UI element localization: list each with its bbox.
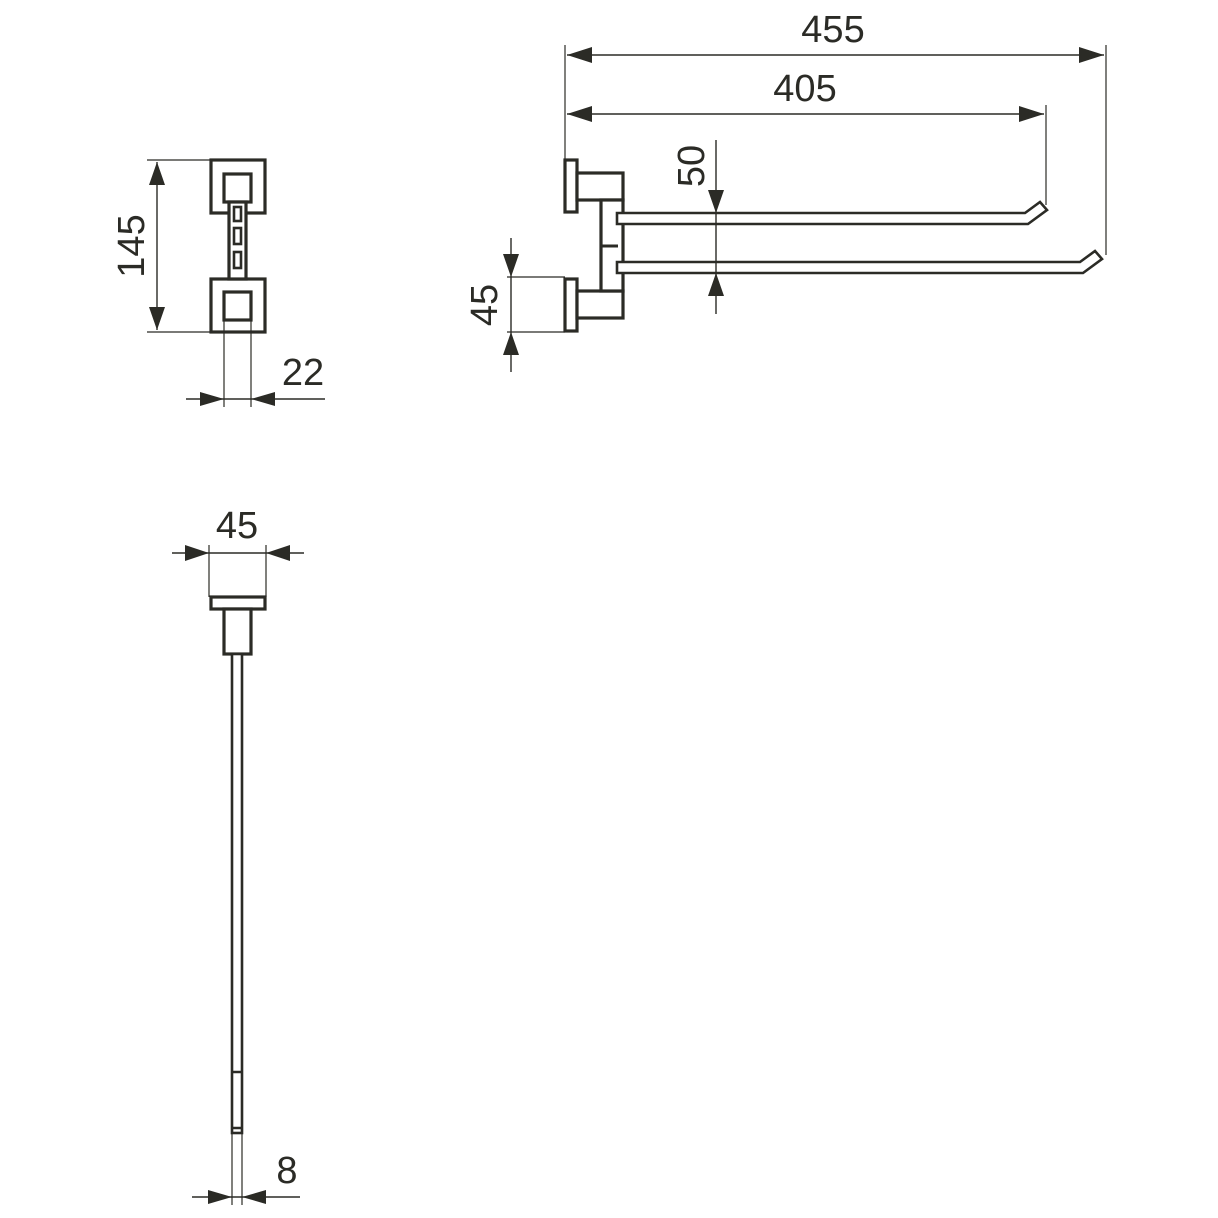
column-slot [232,250,243,270]
dim-label-arm-spacing: 50 [671,145,713,187]
dim-label-base-width: 45 [216,505,258,547]
side-view: 45 8 [172,505,304,1205]
upper-wall-plate [563,158,579,214]
dim-label-rod-width: 22 [282,352,324,394]
dim-label-inner-arm-length: 405 [773,68,836,110]
dim-label-base-diameter: 45 [464,284,506,326]
lower-wall-plate [563,277,579,333]
upper-mount-inner [222,172,253,204]
column-slot [232,226,243,246]
column-slot [232,205,243,223]
dim-label-rod-thickness: 8 [276,1150,297,1192]
lower-mount-inner [222,290,253,322]
front-view: 145 22 [111,158,325,407]
upper-arm [615,200,1049,226]
side-rod [230,652,244,1135]
lower-boss [575,289,625,320]
upper-boss [575,171,625,202]
top-view: 455 405 50 45 [464,9,1107,372]
dim-label-overall-length: 455 [801,9,864,51]
side-wall-plate [209,595,267,611]
dim-label-height: 145 [111,214,153,277]
side-boss [222,607,253,656]
lower-arm [615,249,1104,275]
